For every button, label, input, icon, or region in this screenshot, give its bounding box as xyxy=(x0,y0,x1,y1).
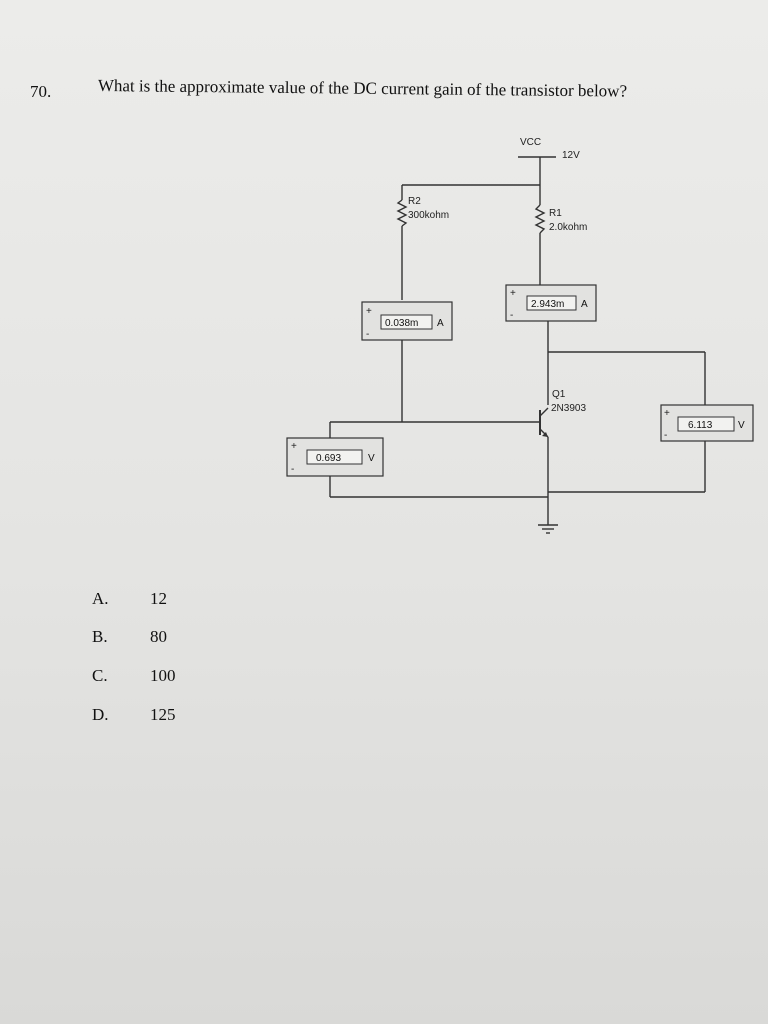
choice-b: B. 80 xyxy=(92,627,167,647)
choice-value: 125 xyxy=(150,705,176,724)
vbe-meter-value: 0.693 xyxy=(316,453,341,464)
choice-value: 12 xyxy=(150,589,167,608)
vce-meter-plus: + xyxy=(664,408,670,419)
choice-value: 100 xyxy=(150,666,176,685)
r1-resistor xyxy=(534,204,546,234)
r1-value: 2.0kohm xyxy=(549,222,587,233)
collector-meter-unit: A xyxy=(581,299,588,310)
vcc-label: VCC xyxy=(520,137,541,148)
choice-letter: D. xyxy=(92,705,109,724)
base-meter-plus: + xyxy=(366,306,372,317)
collector-current-meter: + - 2.943m A xyxy=(505,284,597,322)
r1-name: R1 xyxy=(549,208,562,219)
r2-name: R2 xyxy=(408,196,421,207)
transistor-collector xyxy=(539,407,549,417)
base-current-meter: + - 0.038m A xyxy=(361,301,453,341)
choice-c: C. 100 xyxy=(92,666,176,686)
choice-a: A. 12 xyxy=(92,589,167,609)
vbe-meter-unit: V xyxy=(368,453,375,464)
vce-meter-value: 6.113 xyxy=(688,420,713,431)
base-meter-value: 0.038m xyxy=(385,318,418,329)
r2-value: 300kohm xyxy=(408,210,449,221)
q1-name: Q1 xyxy=(552,389,566,400)
choice-value: 80 xyxy=(150,627,167,646)
r2-resistor xyxy=(396,199,408,227)
base-meter-minus: - xyxy=(366,329,369,340)
vbe-meter-minus: - xyxy=(291,464,294,475)
choice-letter: C. xyxy=(92,666,108,685)
collector-meter-plus: + xyxy=(510,288,516,299)
base-meter-unit: A xyxy=(437,318,444,329)
q1-part: 2N3903 xyxy=(551,403,586,414)
vcc-value: 12V xyxy=(562,150,580,161)
choice-letter: B. xyxy=(92,627,108,646)
vbe-meter: + - 0.693 V xyxy=(286,437,384,477)
vbe-meter-plus: + xyxy=(291,441,297,452)
question-number: 70. xyxy=(30,82,52,101)
vce-meter-unit: V xyxy=(738,420,745,431)
choice-d: D. 125 xyxy=(92,705,176,725)
vce-meter-minus: - xyxy=(664,430,667,441)
vce-meter: + - 6.113 V xyxy=(660,404,754,442)
emitter-arrow xyxy=(542,432,548,437)
collector-meter-minus: - xyxy=(510,310,513,321)
collector-meter-value: 2.943m xyxy=(531,299,564,310)
choice-letter: A. xyxy=(92,589,109,608)
